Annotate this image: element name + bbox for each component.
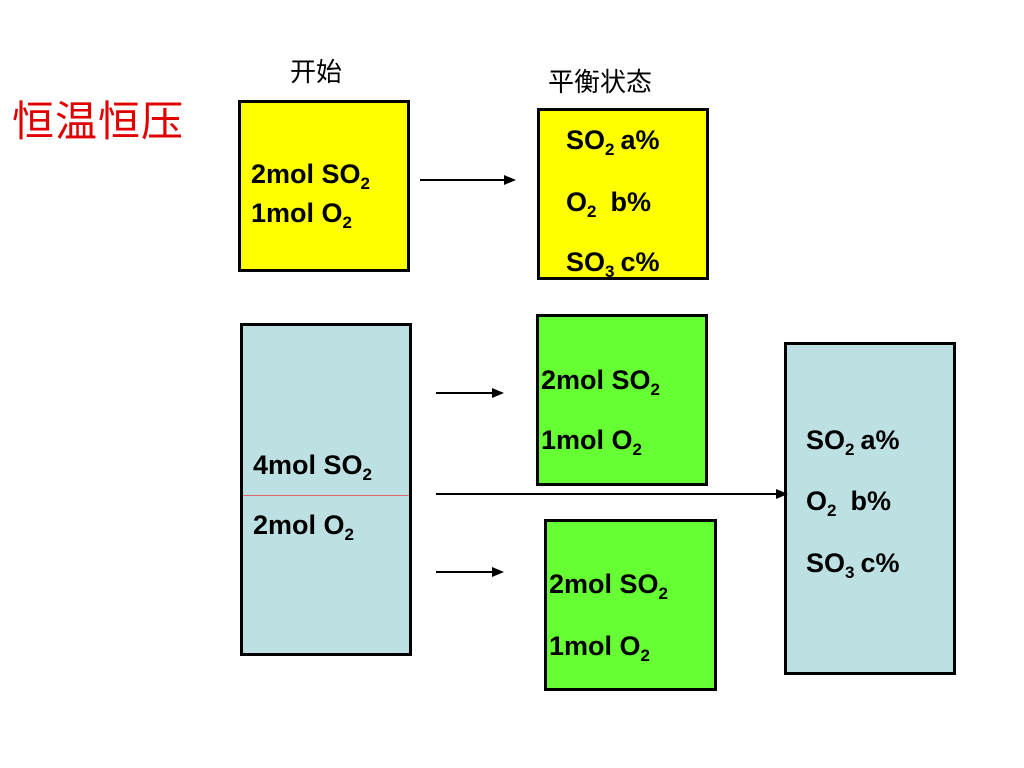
- top-start-so2: 2mol SO2: [251, 159, 370, 193]
- green-lower-o2: 1mol O2: [549, 631, 650, 665]
- bottom-start-so2: 4mol SO2: [253, 450, 372, 484]
- bottom-start-o2: 2mol O2: [253, 510, 354, 544]
- start-heading: 开始: [290, 58, 343, 88]
- condition-label: 恒温恒压: [12, 97, 185, 146]
- green-upper-box: 2mol SO2 1mol O2: [536, 314, 708, 486]
- green-lower-so2: 2mol SO2: [549, 569, 668, 603]
- equilibrium-heading: 平衡状态: [548, 68, 653, 98]
- green-lower-box: 2mol SO2 1mol O2: [544, 519, 717, 691]
- bottom-start-box: 4mol SO2 2mol O2: [240, 323, 412, 656]
- green-upper-so2: 2mol SO2: [541, 365, 660, 399]
- top-start-box: 2mol SO2 1mol O2: [238, 100, 410, 272]
- divider-line: [243, 495, 409, 496]
- top-start-o2: 1mol O2: [251, 198, 352, 232]
- green-upper-o2: 1mol O2: [541, 425, 642, 459]
